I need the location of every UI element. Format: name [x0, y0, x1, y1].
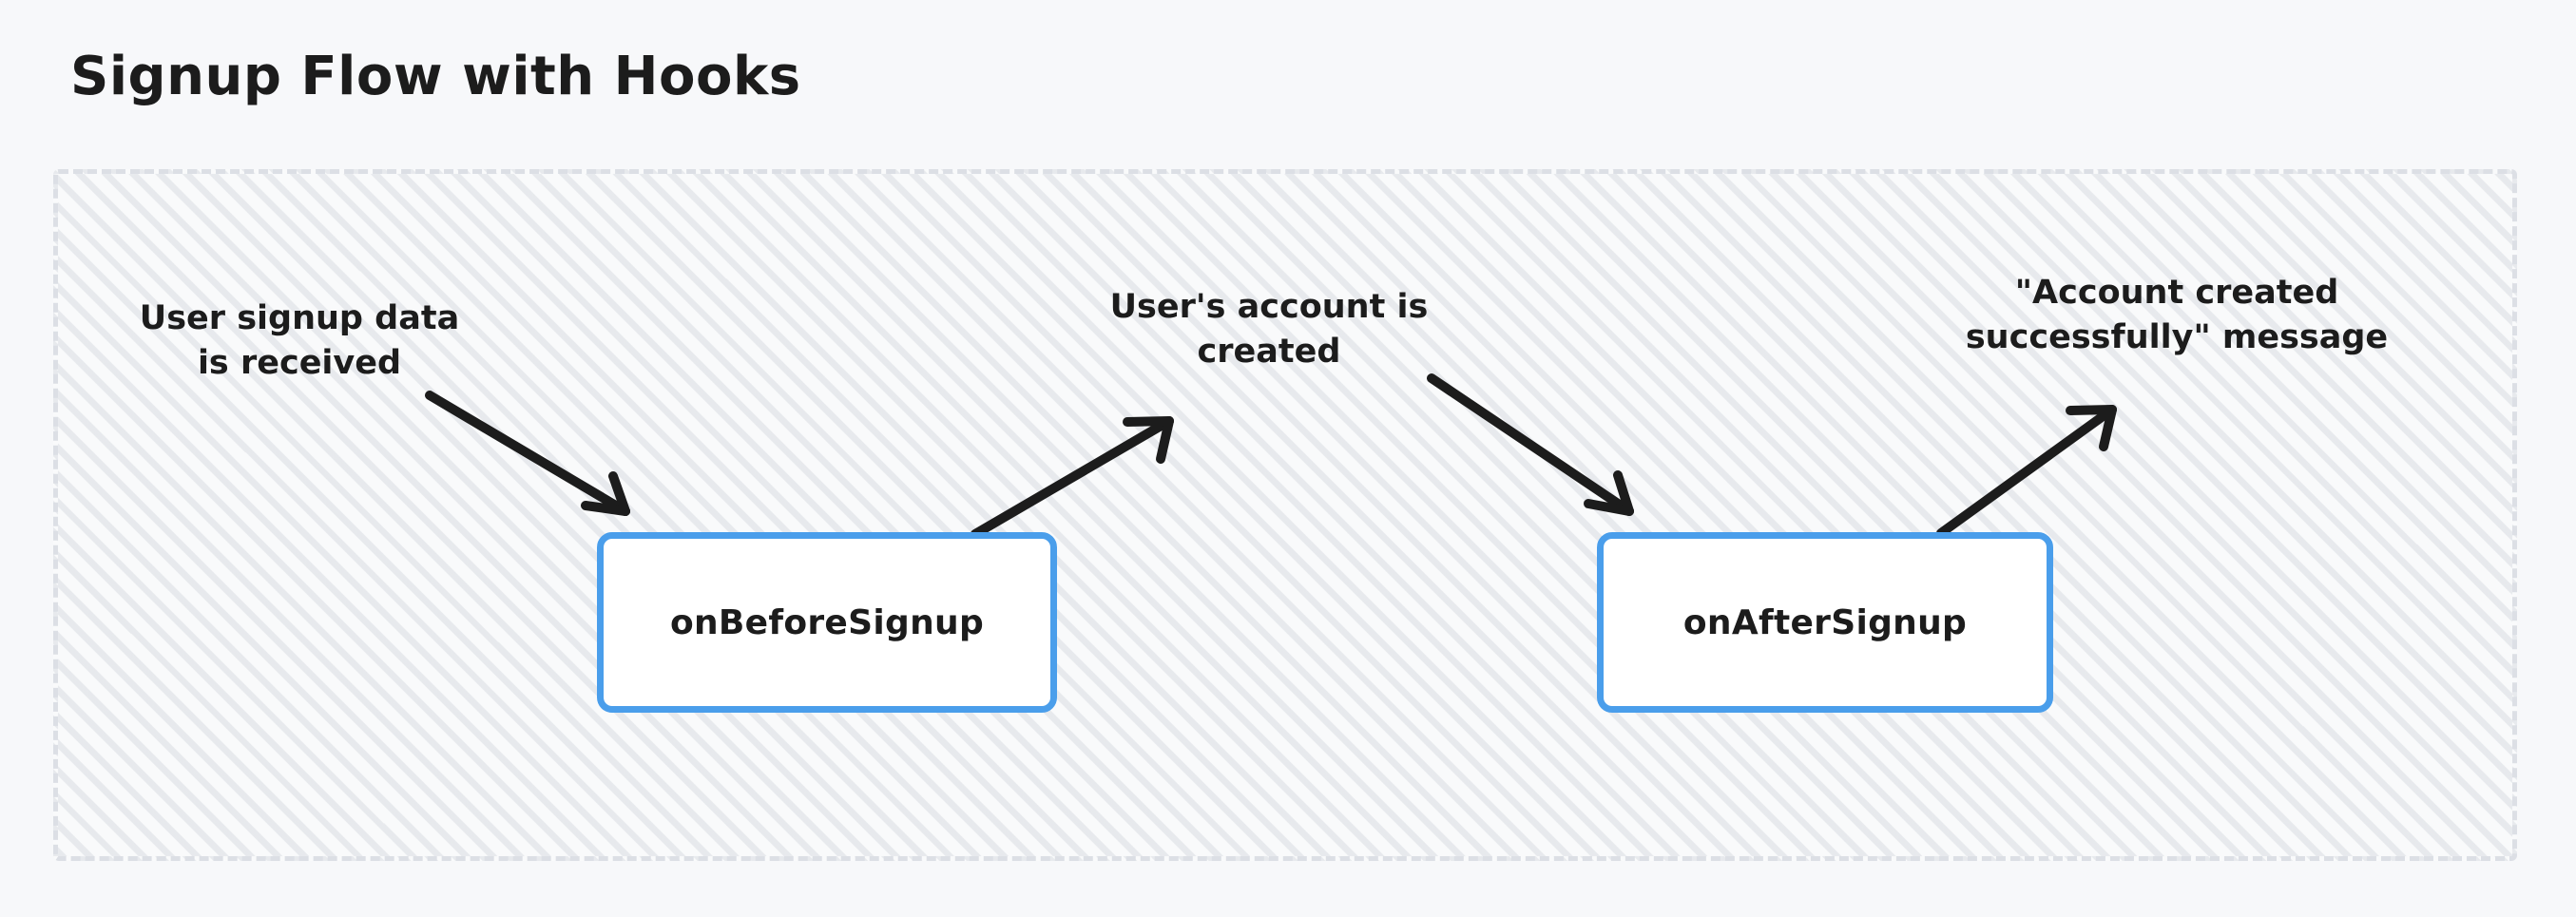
- node-on-after-signup[interactable]: onAfterSignup: [1597, 532, 2053, 713]
- node-label: onBeforeSignup: [669, 602, 985, 642]
- edge-label-account-created: User's account is created: [1109, 288, 1429, 371]
- node-on-before-signup[interactable]: onBeforeSignup: [597, 532, 1057, 713]
- edge-label-success-message: "Account created successfully" message: [1965, 274, 2389, 356]
- page-title: Signup Flow with Hooks: [70, 46, 801, 107]
- node-label: onAfterSignup: [1682, 602, 1968, 642]
- edge-label-signup-data: User signup data is received: [139, 299, 460, 382]
